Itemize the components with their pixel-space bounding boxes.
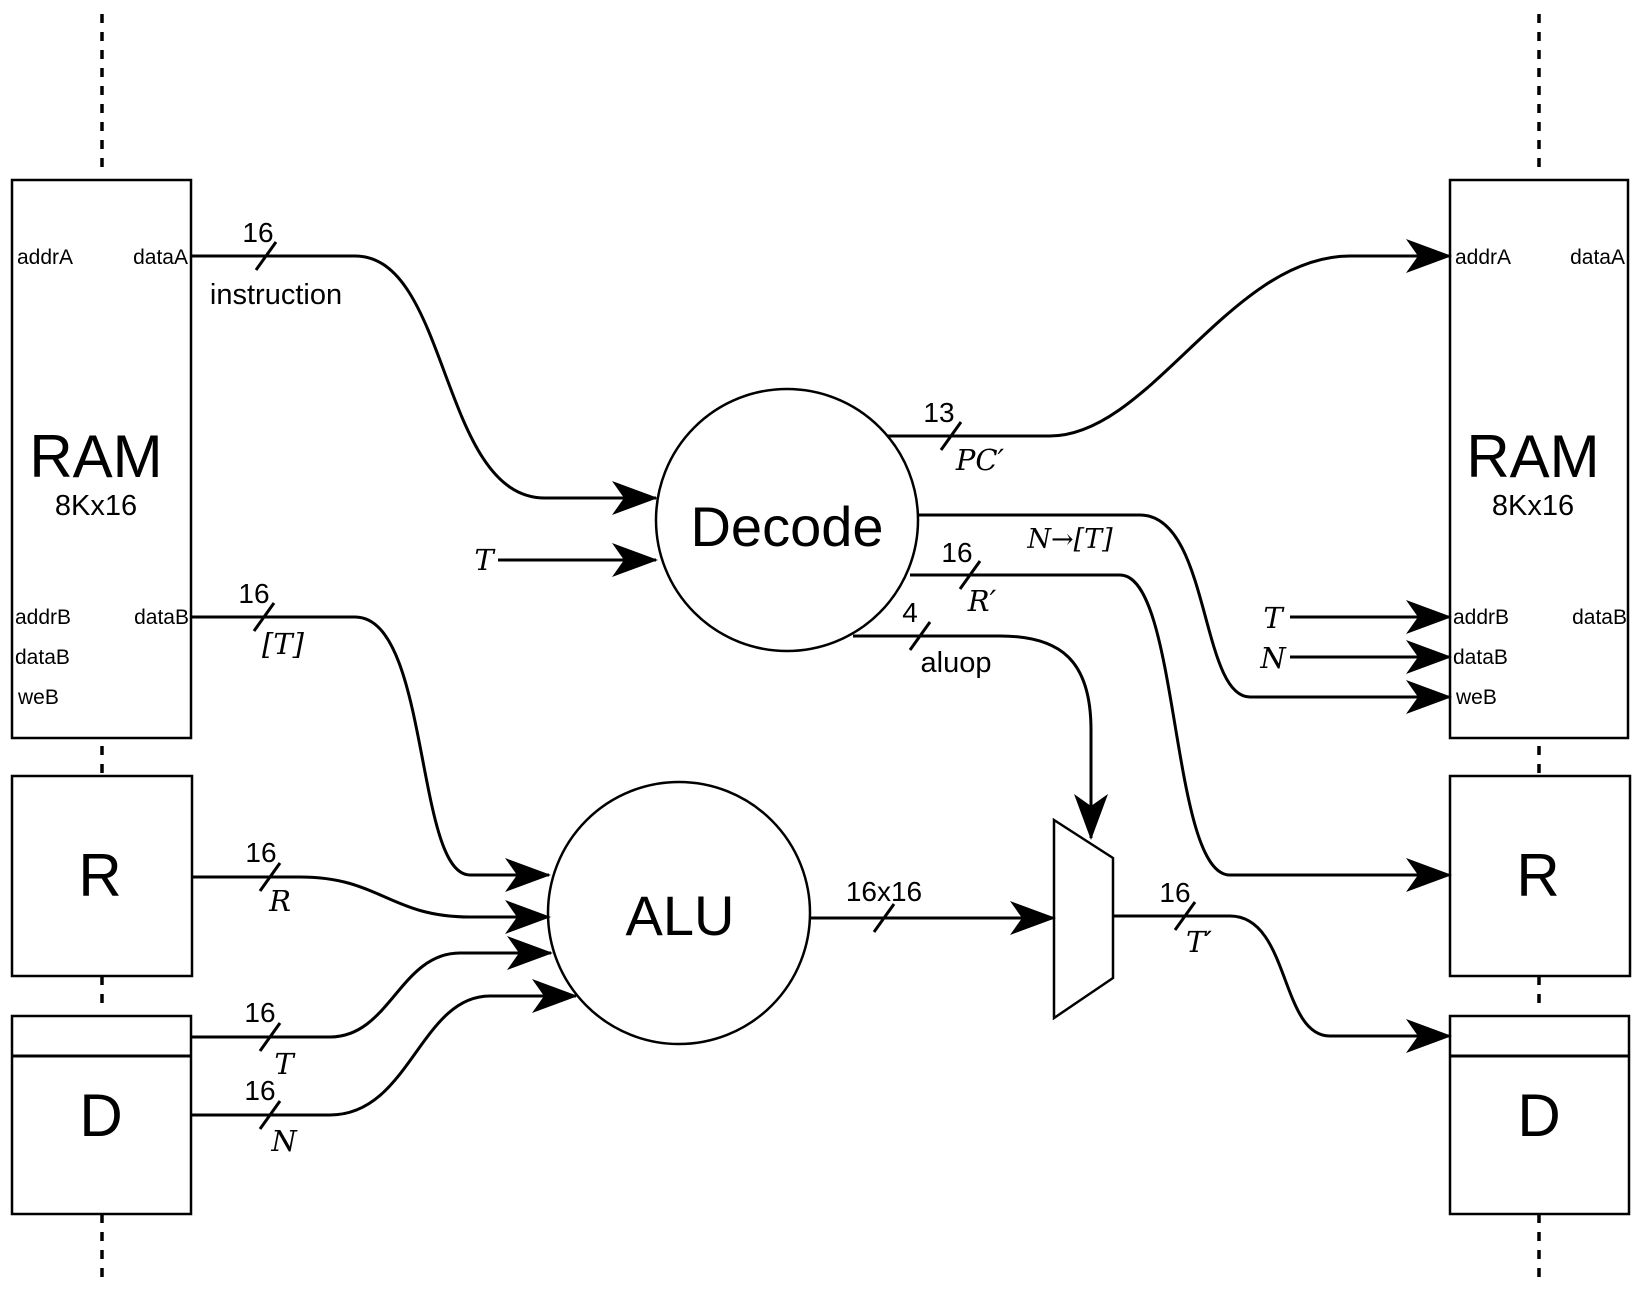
wire-n-in-width: 16 (244, 1075, 275, 1106)
wire-t-in (191, 936, 553, 1039)
ram-left-port-addrB: addrB (15, 606, 71, 629)
ram-right-port-dataB-in: dataB (1453, 646, 1508, 669)
wire-aluop-label: aluop (921, 647, 992, 679)
wire-r-in-width: 16 (245, 837, 276, 868)
ram-left-block: RAM 8Kx16 addrA dataA addrB dataB dataB … (10, 178, 193, 740)
bus-tick (908, 621, 932, 651)
ram-right-port-addrA: addrA (1455, 246, 1511, 269)
wire-t-next (1113, 914, 1452, 1053)
wire-alu-out-width: 16x16 (846, 876, 922, 907)
wire-decode-T-label: T (474, 543, 496, 577)
ram-left-port-dataA: dataA (133, 246, 188, 269)
alu-label: ALU (626, 884, 735, 947)
bus-tick (1173, 901, 1197, 931)
ram-right-block: RAM 8Kx16 addrA dataA addrB dataB dataB … (1448, 178, 1630, 740)
wire-instruction-width: 16 (242, 217, 273, 248)
wire-aluop (853, 634, 1108, 840)
r-left-label: R (78, 842, 121, 909)
wire-n-in (191, 979, 578, 1117)
ram-left-port-dataB-out: dataB (134, 606, 189, 629)
alu-unit: ALU (546, 780, 812, 1046)
wire-instruction-label: instruction (210, 279, 342, 311)
wire-n-in-label: N (270, 1124, 298, 1158)
wire-t-in-width: 16 (244, 997, 275, 1028)
wire-r-next-width: 16 (941, 537, 972, 568)
bus-tick (939, 421, 963, 451)
wire-ram-N-label: N (1259, 641, 1287, 675)
wire-pc-next-label: PC′ (955, 443, 1005, 477)
ram-left-size: 8Kx16 (55, 490, 137, 522)
wire-r-next-label: R′ (967, 584, 997, 618)
wire-memT-label: [T] (262, 627, 305, 661)
ram-left-port-dataB-in: dataB (15, 646, 70, 669)
r-register-right: R (1448, 774, 1632, 978)
wire-n-to-t-label: N→[T] (1026, 524, 1113, 555)
bus-tick (252, 602, 276, 632)
d-stack-left: D (10, 1014, 193, 1216)
d-left-label: D (79, 1082, 122, 1149)
wire-aluop-width: 4 (902, 597, 918, 628)
bus-tick (258, 862, 282, 892)
bus-tick (258, 1100, 282, 1130)
ram-left-port-weB: weB (17, 686, 59, 709)
wire-n-to-t (918, 513, 1452, 714)
ram-right-port-addrB: addrB (1453, 606, 1509, 629)
ram-right-port-weB: weB (1455, 686, 1497, 709)
wire-r-in-label: R (268, 884, 291, 918)
ram-right-title: RAM (1466, 423, 1599, 490)
wire-t-in-label: T (274, 1047, 296, 1081)
result-mux (1052, 817, 1115, 1021)
d-stack-right: D (1448, 1014, 1631, 1216)
bus-tick (254, 241, 278, 271)
decode-unit: Decode (654, 387, 920, 653)
bus-tick (872, 903, 896, 933)
decode-label: Decode (690, 495, 883, 558)
wire-instruction (191, 254, 658, 515)
ram-left-title: RAM (29, 423, 162, 490)
r-right-label: R (1516, 842, 1559, 909)
ram-right-port-dataB-out: dataB (1572, 606, 1627, 629)
ram-right-size: 8Kx16 (1492, 490, 1574, 522)
wire-t-next-label: T′ (1186, 925, 1212, 959)
bus-tick (258, 1022, 282, 1052)
r-register-left: R (10, 774, 194, 978)
wire-memT-width: 16 (238, 578, 269, 609)
wire-pc-next (887, 239, 1452, 438)
d-right-label: D (1517, 1082, 1560, 1149)
wire-r-in (192, 875, 551, 934)
wire-t-next-width: 16 (1159, 877, 1190, 908)
wire-memT (191, 615, 551, 892)
ram-right-port-dataA: dataA (1570, 246, 1625, 269)
bus-tick (958, 560, 982, 590)
wire-ram-T-label: T (1263, 601, 1285, 635)
wire-pc-next-width: 13 (923, 397, 954, 428)
wire-r-next (910, 573, 1452, 892)
ram-left-port-addrA: addrA (17, 246, 73, 269)
